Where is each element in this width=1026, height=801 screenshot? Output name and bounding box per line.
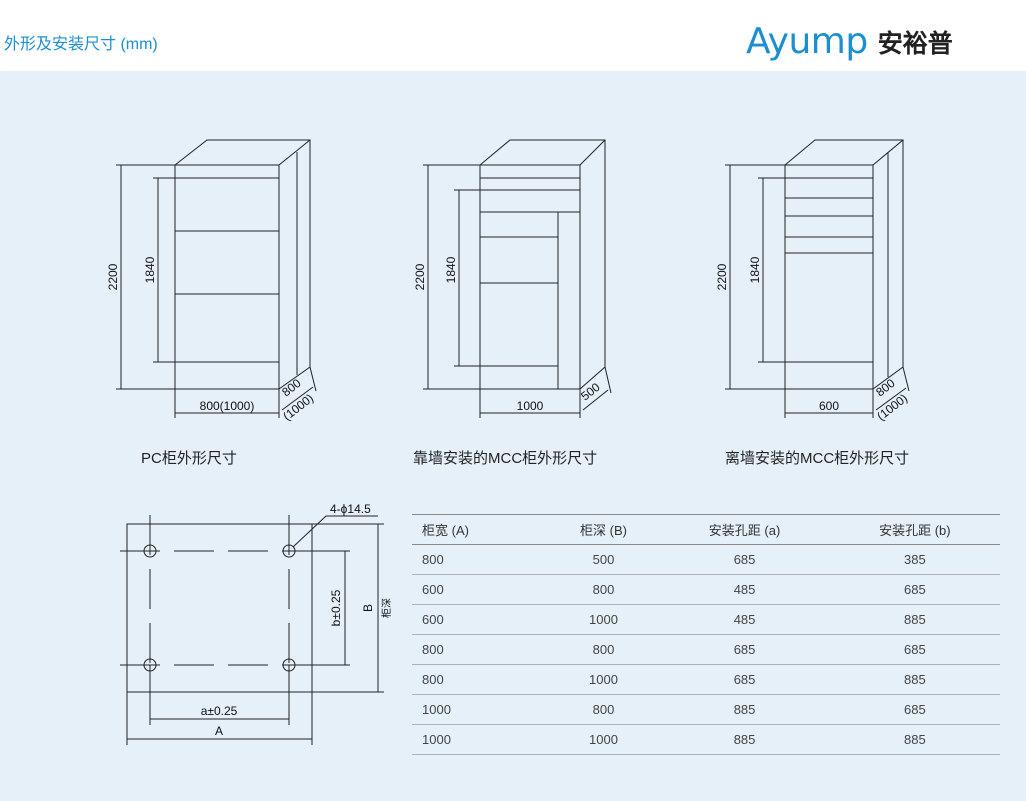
table-cell: 800 (412, 634, 548, 665)
mcc-wall-height-label: 2200 (413, 263, 427, 290)
table-cell: 685 (829, 694, 1000, 725)
dimension-table: 柜宽 (A) 柜深 (B) 安装孔距 (a) 安装孔距 (b) 800 500 … (412, 514, 1000, 755)
table-cell: 800 (547, 574, 660, 605)
page-title: 外形及安装尺寸 (mm) (4, 36, 158, 53)
table-cell: 1000 (412, 694, 548, 725)
table-cell: 885 (829, 724, 1000, 755)
pc-width-label: 800(1000) (200, 399, 255, 413)
mcc-wall-cabinet-drawing (423, 139, 612, 418)
table-cell: 500 (547, 544, 660, 575)
col-header-hole-b: 安装孔距 (b) (829, 514, 1000, 545)
table-cell: 685 (829, 634, 1000, 665)
table-row: 1000 800 885 685 (412, 694, 1000, 725)
mcc-offwall-height-label: 2200 (715, 263, 729, 290)
B-note-label: 柜深 (380, 598, 393, 618)
table-cell: 385 (829, 544, 1000, 575)
table-cell: 1000 (547, 664, 660, 695)
b-dim-label: b±0.25 (329, 589, 343, 626)
table-cell: 1000 (547, 604, 660, 635)
brand-logo: Ayump 安裕普 (746, 22, 953, 62)
a-dim-label: a±0.25 (201, 704, 238, 718)
pc-height-label: 2200 (106, 263, 120, 290)
table-cell: 485 (659, 574, 830, 605)
mcc-wall-inner-height-label: 1840 (444, 256, 458, 283)
brand-name-en: Ayump (746, 21, 868, 62)
table-cell: 600 (412, 604, 548, 635)
table-cell: 685 (659, 664, 830, 695)
mcc-wall-width-label: 1000 (517, 399, 544, 413)
table-cell: 485 (659, 604, 830, 635)
col-header-hole-a: 安装孔距 (a) (659, 514, 830, 545)
mounting-plan-drawing (120, 515, 384, 745)
table-row: 600 1000 485 885 (412, 604, 1000, 635)
A-dim-label: A (215, 724, 223, 738)
mcc-offwall-width-label: 600 (819, 399, 839, 413)
brand-name-cn: 安裕普 (877, 29, 953, 58)
hole-spec-label: 4-ϕ14.5 (330, 502, 371, 516)
table-cell: 800 (547, 694, 660, 725)
mcc-wall-caption: 靠墙安装的MCC柜外形尺寸 (413, 450, 598, 467)
table-cell: 885 (659, 724, 830, 755)
table-cell: 1000 (412, 724, 548, 755)
table-cell: 1000 (547, 724, 660, 755)
mcc-offwall-cabinet-drawing (725, 139, 910, 418)
table-cell: 800 (412, 664, 548, 695)
col-header-depth: 柜深 (B) (547, 514, 660, 545)
table-row: 800 500 685 385 (412, 544, 1000, 575)
mcc-offwall-inner-height-label: 1840 (748, 256, 762, 283)
table-cell: 885 (659, 694, 830, 725)
table-cell: 685 (829, 574, 1000, 605)
table-row: 1000 1000 885 885 (412, 724, 1000, 755)
table-cell: 885 (829, 664, 1000, 695)
mcc-wall-depth-label: 500 (578, 380, 603, 404)
B-dim-label: B (361, 604, 375, 612)
table-cell: 885 (829, 604, 1000, 635)
table-cell: 800 (547, 634, 660, 665)
pc-inner-height-label: 1840 (143, 256, 157, 283)
table-header-row: 柜宽 (A) 柜深 (B) 安装孔距 (a) 安装孔距 (b) (412, 514, 1000, 545)
table-row: 800 800 685 685 (412, 634, 1000, 665)
table-cell: 685 (659, 634, 830, 665)
table-cell: 800 (412, 544, 548, 575)
table-cell: 600 (412, 574, 548, 605)
mcc-offwall-caption: 离墙安装的MCC柜外形尺寸 (725, 450, 910, 467)
col-header-width: 柜宽 (A) (412, 514, 548, 545)
table-row: 600 800 485 685 (412, 574, 1000, 605)
pc-cabinet-drawing (116, 139, 317, 418)
pc-caption: PC柜外形尺寸 (141, 450, 237, 467)
table-row: 800 1000 685 885 (412, 664, 1000, 695)
table-cell: 685 (659, 544, 830, 575)
